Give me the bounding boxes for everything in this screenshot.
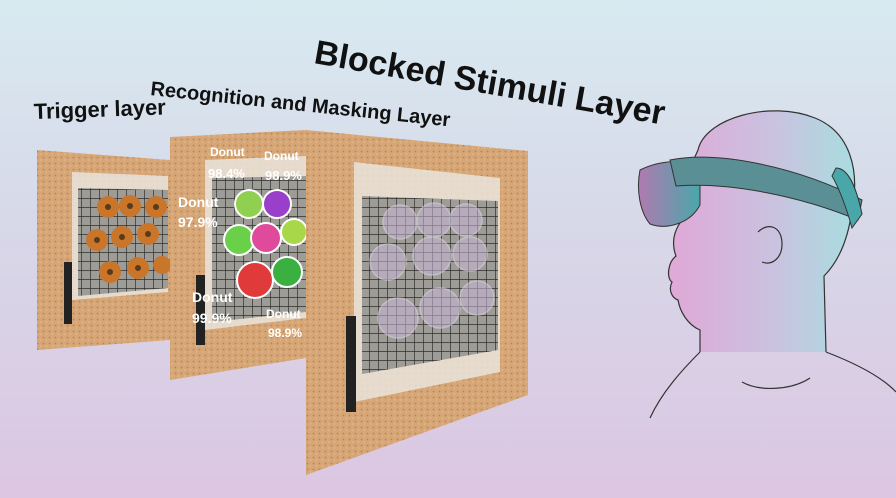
rack-handle xyxy=(64,262,72,324)
detection-confidence: 99.9% xyxy=(192,310,232,326)
recognition-layer-panel: Donut 98.4% Donut 98.9% Donut 97.9% Donu… xyxy=(170,130,307,380)
mask-green-right xyxy=(272,257,302,287)
mask-purple xyxy=(263,190,291,218)
head-silhouette xyxy=(669,111,855,352)
mask-red xyxy=(237,262,273,298)
detection-confidence: 98.9% xyxy=(268,326,302,340)
mask-green-left xyxy=(224,225,254,255)
rack-handle xyxy=(346,316,356,412)
person-with-ar-headset-icon xyxy=(638,111,896,418)
detection-label: Donut xyxy=(264,149,299,163)
trigger-layer-panel xyxy=(37,150,171,350)
detection-confidence: 98.4% xyxy=(208,166,245,181)
detection-label: Donut xyxy=(192,289,233,305)
detection-label: Donut xyxy=(210,145,245,159)
mask-pink xyxy=(251,223,281,253)
blocked-stimuli-layer-panel xyxy=(306,130,528,475)
detection-label: Donut xyxy=(178,194,219,210)
mask-green-top xyxy=(235,190,263,218)
detection-label: Donut xyxy=(266,307,301,321)
detection-confidence: 98.9% xyxy=(265,168,302,183)
detection-confidence: 97.9% xyxy=(178,214,218,230)
shoulders-outline xyxy=(650,352,896,418)
trigger-layer-title: Trigger layer xyxy=(33,94,166,124)
mask-lime xyxy=(281,219,307,245)
